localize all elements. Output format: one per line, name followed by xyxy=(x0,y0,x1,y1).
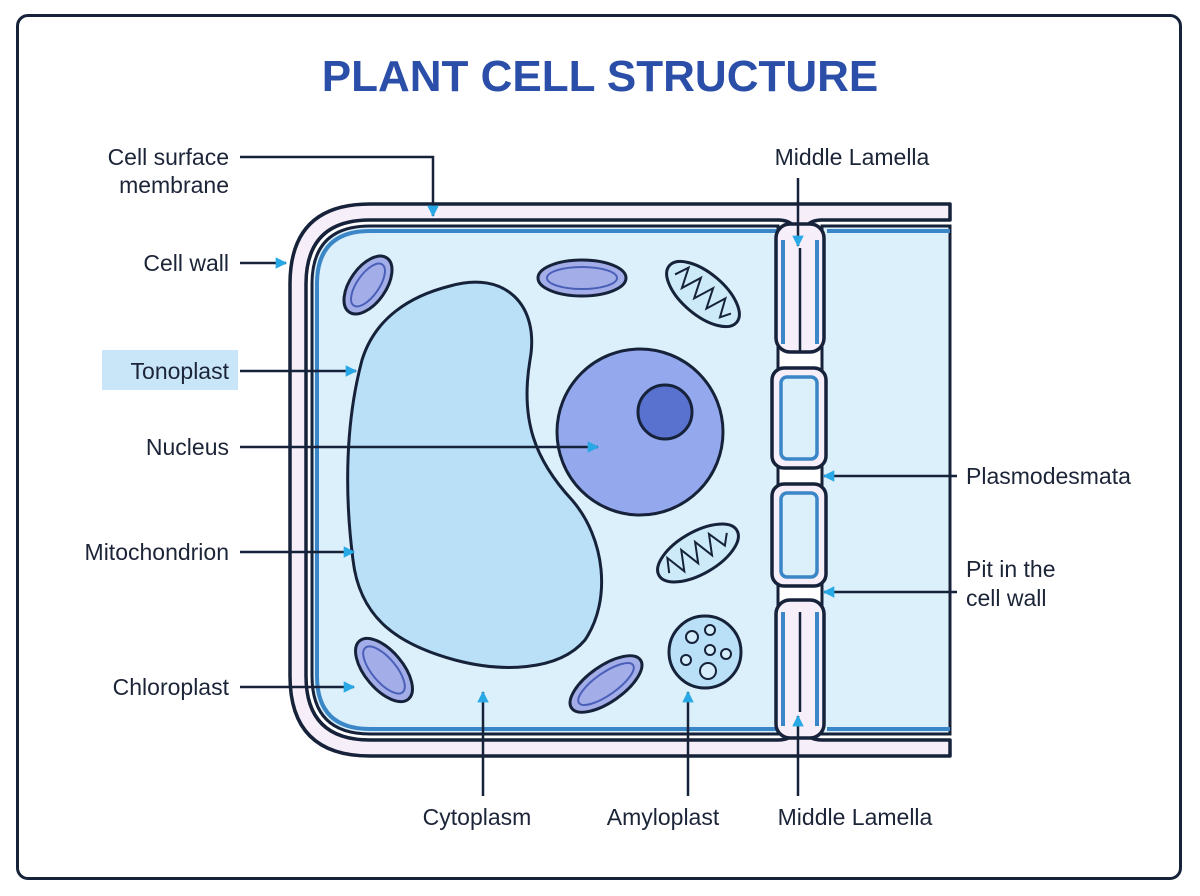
main-cell xyxy=(288,202,952,758)
mitochondrion xyxy=(656,522,740,584)
label-tonoplast: Tonoplast xyxy=(131,358,230,384)
label-nucleus: Nucleus xyxy=(146,434,229,460)
label-chloroplast: Chloroplast xyxy=(113,674,230,700)
label-middle-lamella-bottom: Middle Lamella xyxy=(778,804,933,830)
mitochondrion xyxy=(665,259,741,329)
chloroplast xyxy=(354,636,414,704)
nucleus xyxy=(555,347,725,517)
nucleolus xyxy=(636,383,694,441)
tonoplast-label-highlight xyxy=(102,350,238,390)
label-pit-line2: cell wall xyxy=(966,585,1047,611)
label-plasmodesmata: Plasmodesmata xyxy=(966,463,1131,489)
leader-lines xyxy=(240,155,957,796)
amyloplast xyxy=(667,614,743,690)
chloroplast xyxy=(342,254,394,316)
chloroplast xyxy=(568,654,644,714)
label-cell-surface-membrane-line2: membrane xyxy=(119,172,229,198)
label-cytoplasm: Cytoplasm xyxy=(423,804,532,830)
neighbour-cell-cytoplasm xyxy=(820,224,952,736)
leader-cell-surface-membrane xyxy=(240,155,439,218)
cell-surface-membrane xyxy=(315,229,778,731)
chloroplast xyxy=(536,258,628,298)
diagram-title: PLANT CELL STRUCTURE xyxy=(322,52,879,101)
label-mitochondrion: Mitochondrion xyxy=(85,539,229,565)
label-amyloplast: Amyloplast xyxy=(607,804,720,830)
label-cell-wall: Cell wall xyxy=(143,250,229,276)
labels: Cell surface membrane Cell wall Tonoplas… xyxy=(85,144,1132,830)
neighbour-cell-membrane xyxy=(827,229,950,731)
label-pit-line1: Pit in the xyxy=(966,556,1056,582)
shared-wall xyxy=(770,222,828,740)
label-middle-lamella-top: Middle Lamella xyxy=(775,144,930,170)
vacuole xyxy=(346,280,604,669)
label-cell-surface-membrane-line1: Cell surface xyxy=(108,144,229,170)
